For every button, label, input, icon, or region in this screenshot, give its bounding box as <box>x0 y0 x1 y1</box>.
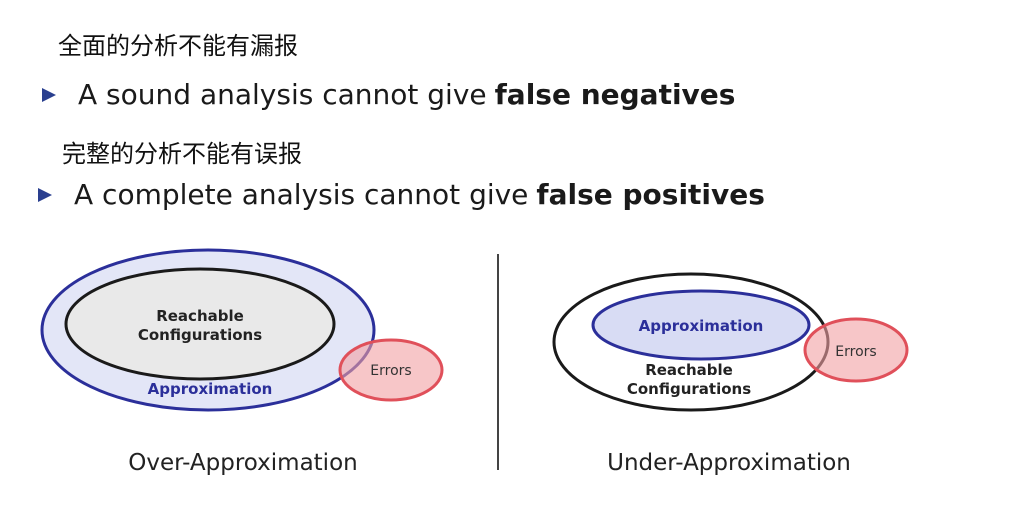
under-approximation-ellipse <box>591 289 811 361</box>
over-approximation-label: Approximation <box>148 380 273 398</box>
complete-analysis-note: 完整的分析不能有误报 <box>62 140 302 168</box>
triangle-bullet-icon <box>42 87 56 102</box>
bullet-sound-analysis: A sound analysis cannot give false negat… <box>42 78 735 111</box>
bullet-complete-emphasis: false positives <box>536 178 765 211</box>
bullet-sound-emphasis: false negatives <box>494 78 736 111</box>
under-approximation-panel: Approximation Reachable Configurations E… <box>552 272 909 476</box>
under-approximation-caption: Under-Approximation <box>607 450 851 476</box>
bullet-complete-analysis: A complete analysis cannot give false po… <box>38 178 765 211</box>
under-approximation-label: Approximation <box>639 317 764 335</box>
bullet-sound-text: A sound analysis cannot give <box>78 78 487 111</box>
over-approximation-panel: Reachable Configurations Approximation E… <box>40 248 444 476</box>
under-errors-label: Errors <box>835 344 876 360</box>
bullet-complete-text: A complete analysis cannot give <box>74 178 529 211</box>
sound-analysis-note: 全面的分析不能有漏报 <box>58 32 298 60</box>
triangle-bullet-icon <box>38 187 52 202</box>
under-reachable-label-line1: Reachable <box>645 361 733 379</box>
over-reachable-label-line2: Configurations <box>138 326 262 344</box>
approximation-diagram: Reachable Configurations Approximation E… <box>40 248 909 476</box>
over-reachable-ellipse <box>64 267 336 381</box>
over-reachable-label-line1: Reachable <box>156 307 244 325</box>
over-approximation-caption: Over-Approximation <box>128 450 357 476</box>
under-reachable-label-line2: Configurations <box>627 380 751 398</box>
over-errors-ellipse <box>338 338 444 402</box>
over-errors-label: Errors <box>370 363 411 379</box>
under-errors-ellipse <box>803 317 909 383</box>
